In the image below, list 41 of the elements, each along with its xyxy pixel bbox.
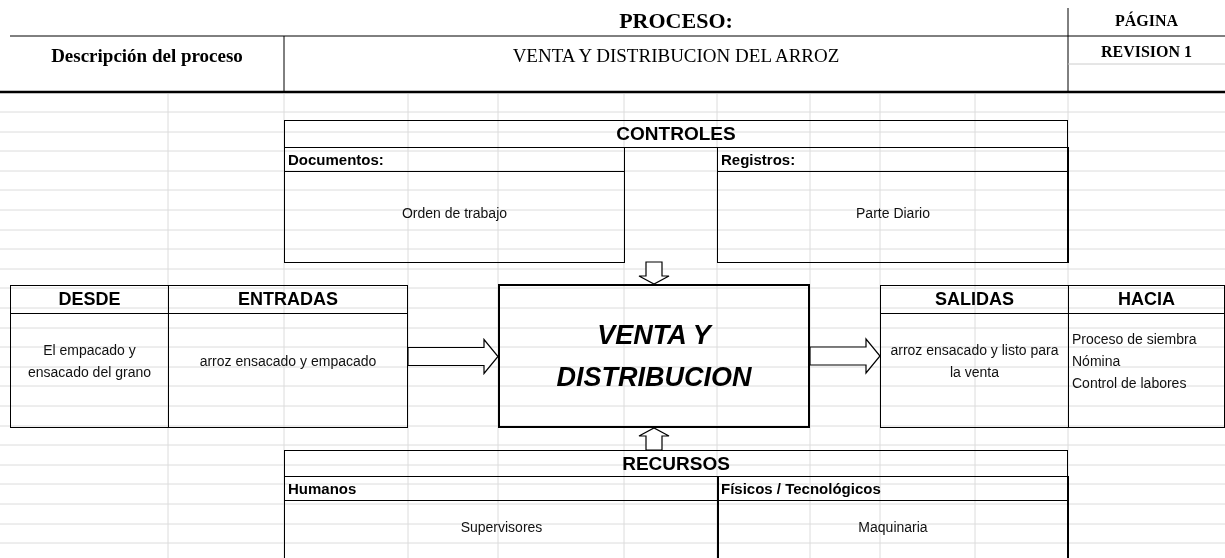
block-arrow <box>638 261 670 285</box>
header-text: Descripción del proceso <box>50 44 244 68</box>
table-box <box>284 450 1068 558</box>
process-box <box>498 284 810 428</box>
cell-text: Maquinaria <box>858 517 928 537</box>
cell-text: El empacado y ensacado del grano <box>27 340 152 382</box>
process-title: VENTA Y DISTRIBUCION <box>555 319 753 394</box>
block-arrow <box>638 427 670 451</box>
table-box <box>284 476 719 558</box>
table-box <box>880 285 1069 428</box>
cell-text: arroz ensacado y listo para la venta <box>889 340 1060 382</box>
table-box <box>717 147 1069 263</box>
cell-text: Supervisores <box>460 517 543 537</box>
header-text: VENTA Y DISTRIBUCION DEL ARROZ <box>511 44 841 68</box>
table-box <box>717 476 1069 558</box>
column-heading: DESDE <box>58 289 121 310</box>
block-arrow <box>407 337 499 376</box>
section-heading: CONTROLES <box>616 123 736 145</box>
cell-text: Parte Diario <box>856 204 930 223</box>
cell-text: Control de labores <box>1072 373 1187 393</box>
column-heading: Documentos: <box>288 151 384 168</box>
table-box <box>284 120 1068 262</box>
section-heading: RECURSOS <box>622 452 730 475</box>
column-heading: SALIDAS <box>935 289 1014 310</box>
column-heading: ENTRADAS <box>238 289 338 310</box>
form-title: PROCESO: <box>618 8 734 34</box>
header-text: PÁGINA <box>1113 10 1180 31</box>
column-heading: Físicos / Tecnológicos <box>721 480 881 497</box>
column-heading: Registros: <box>721 151 796 168</box>
cell-text: arroz ensacado y empacado <box>199 351 377 371</box>
block-arrow <box>809 337 881 375</box>
cell-text: Nómina <box>1072 351 1121 371</box>
table-box <box>168 285 408 428</box>
table-box <box>10 285 169 428</box>
table-box <box>284 147 625 263</box>
header-text: REVISION 1 <box>1099 42 1194 62</box>
table-box <box>1068 285 1225 428</box>
column-heading: Humanos <box>288 480 357 497</box>
cell-text: Proceso de siembra <box>1072 329 1197 349</box>
cell-text: Orden de trabajo <box>401 204 508 223</box>
column-heading: HACIA <box>1118 289 1175 310</box>
